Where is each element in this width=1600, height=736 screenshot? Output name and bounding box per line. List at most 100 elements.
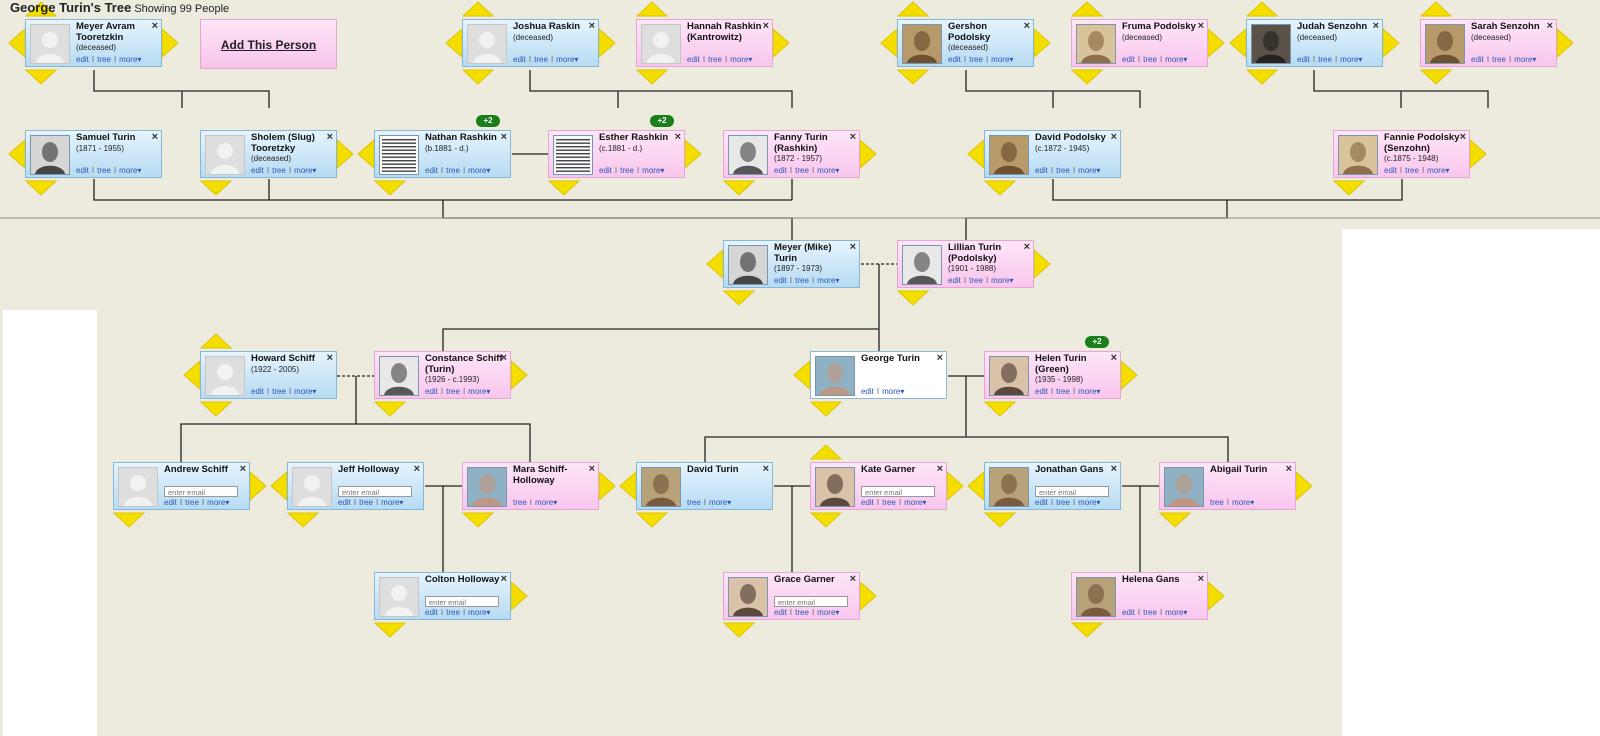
edit-link[interactable]: edit — [76, 166, 89, 175]
more-link[interactable]: more — [119, 166, 138, 175]
close-icon[interactable]: × — [1197, 20, 1204, 32]
tree-link[interactable]: tree — [687, 498, 701, 507]
edit-link[interactable]: edit — [1122, 55, 1135, 64]
email-input[interactable]: enter email — [164, 486, 238, 497]
expand-right-arrow[interactable] — [1033, 27, 1051, 59]
person-photo[interactable] — [989, 135, 1029, 175]
expand-down-arrow[interactable] — [722, 622, 756, 638]
expand-down-arrow[interactable] — [896, 69, 930, 85]
more-dropdown-icon[interactable]: ▾ — [399, 498, 404, 507]
tree-link[interactable]: tree — [969, 276, 983, 285]
expand-down-arrow[interactable] — [983, 512, 1017, 528]
add-photo-placeholder[interactable] — [205, 135, 245, 175]
person-card-lillian[interactable]: Lillian Turin (Podolsky)(1901 - 1988)×ed… — [897, 240, 1034, 288]
person-photo[interactable] — [379, 135, 419, 175]
tree-link[interactable]: tree — [1210, 498, 1224, 507]
person-photo[interactable] — [1425, 24, 1465, 64]
tree-link[interactable]: tree — [272, 387, 286, 396]
close-icon[interactable]: × — [762, 463, 769, 475]
edit-link[interactable]: edit — [338, 498, 351, 507]
close-icon[interactable]: × — [1197, 573, 1204, 585]
expand-down-arrow[interactable] — [722, 290, 756, 306]
close-icon[interactable]: × — [936, 463, 943, 475]
person-name[interactable]: Gershon Podolsky(deceased) — [948, 21, 1028, 52]
close-icon[interactable]: × — [762, 20, 769, 32]
expand-left-arrow[interactable] — [967, 470, 985, 502]
more-dropdown-icon[interactable]: ▾ — [1096, 498, 1101, 507]
add-this-person-button[interactable]: Add This Person — [200, 19, 337, 69]
more-dropdown-icon[interactable]: ▾ — [486, 387, 491, 396]
more-dropdown-icon[interactable]: ▾ — [1009, 55, 1014, 64]
add-photo-placeholder[interactable] — [30, 24, 70, 64]
more-dropdown-icon[interactable]: ▾ — [1096, 387, 1101, 396]
more-dropdown-icon[interactable]: ▾ — [1532, 55, 1537, 64]
more-link[interactable]: more — [1427, 166, 1446, 175]
expand-down-arrow[interactable] — [547, 180, 581, 196]
expand-down-arrow[interactable] — [1070, 69, 1104, 85]
more-link[interactable]: more — [1078, 166, 1097, 175]
close-icon[interactable]: × — [413, 463, 420, 475]
person-name[interactable]: Howard Schiff(1922 - 2005) — [251, 353, 331, 373]
person-photo[interactable] — [902, 245, 942, 285]
expand-down-arrow[interactable] — [809, 512, 843, 528]
tree-link[interactable]: tree — [1056, 166, 1070, 175]
person-name[interactable]: Constance Schiff (Turin)(1926 - c.1993) — [425, 353, 505, 384]
close-icon[interactable]: × — [1285, 463, 1292, 475]
more-dropdown-icon[interactable]: ▾ — [835, 608, 840, 617]
expand-left-arrow[interactable] — [880, 27, 898, 59]
tree-link[interactable]: tree — [513, 498, 527, 507]
person-photo[interactable] — [989, 467, 1029, 507]
tree-link[interactable]: tree — [1056, 498, 1070, 507]
close-icon[interactable]: × — [151, 131, 158, 143]
expand-down-arrow[interactable] — [112, 512, 146, 528]
expand-down-arrow[interactable] — [24, 69, 58, 85]
more-link[interactable]: more — [294, 387, 313, 396]
more-dropdown-icon[interactable]: ▾ — [1183, 608, 1188, 617]
expand-down-arrow[interactable] — [286, 512, 320, 528]
edit-link[interactable]: edit — [513, 55, 526, 64]
person-card-constance[interactable]: Constance Schiff (Turin)(1926 - c.1993)×… — [374, 351, 511, 399]
expand-right-arrow[interactable] — [1120, 359, 1138, 391]
person-photo[interactable] — [728, 245, 768, 285]
more-link[interactable]: more — [642, 166, 661, 175]
expand-right-arrow[interactable] — [1033, 248, 1051, 280]
close-icon[interactable]: × — [326, 352, 333, 364]
expand-left-arrow[interactable] — [793, 359, 811, 391]
expand-right-arrow[interactable] — [249, 470, 267, 502]
person-photo[interactable] — [1076, 577, 1116, 617]
add-photo-placeholder[interactable] — [641, 24, 681, 64]
person-name[interactable]: David Turin — [687, 464, 767, 476]
more-dropdown-icon[interactable]: ▾ — [660, 166, 665, 175]
more-link[interactable]: more — [556, 55, 575, 64]
close-icon[interactable]: × — [239, 463, 246, 475]
more-dropdown-icon[interactable]: ▾ — [137, 55, 142, 64]
person-name[interactable]: Jeff Holloway — [338, 464, 418, 476]
edit-link[interactable]: edit — [687, 55, 700, 64]
tree-link[interactable]: tree — [446, 608, 460, 617]
expand-left-arrow[interactable] — [706, 248, 724, 280]
add-photo-placeholder[interactable] — [292, 467, 332, 507]
more-link[interactable]: more — [207, 498, 226, 507]
tree-link[interactable]: tree — [969, 55, 983, 64]
edit-link[interactable]: edit — [251, 387, 264, 396]
edit-link[interactable]: edit — [1035, 498, 1048, 507]
more-dropdown-icon[interactable]: ▾ — [1250, 498, 1255, 507]
tree-link[interactable]: tree — [272, 166, 286, 175]
expand-right-arrow[interactable] — [598, 470, 616, 502]
expand-down-arrow[interactable] — [896, 290, 930, 306]
edit-link[interactable]: edit — [1471, 55, 1484, 64]
more-link[interactable]: more — [1165, 55, 1184, 64]
expand-down-arrow[interactable] — [373, 622, 407, 638]
person-name[interactable]: Andrew Schiff — [164, 464, 244, 476]
more-link[interactable]: more — [294, 166, 313, 175]
person-name[interactable]: Fannie Podolsky (Senzohn)(c.1875 - 1948) — [1384, 132, 1464, 163]
more-dropdown-icon[interactable]: ▾ — [1183, 55, 1188, 64]
